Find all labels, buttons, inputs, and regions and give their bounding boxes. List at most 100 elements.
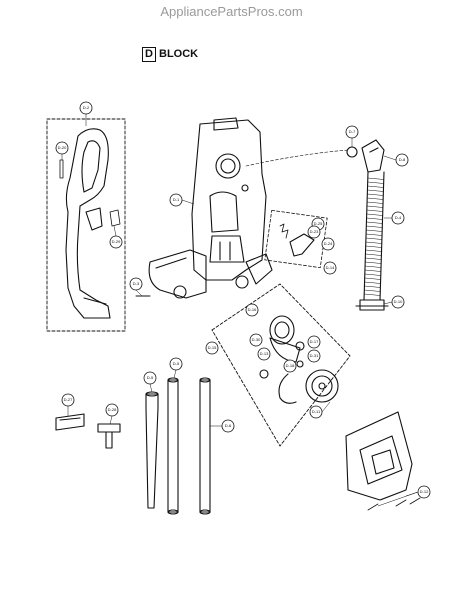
svg-text:D-30: D-30: [252, 337, 261, 342]
svg-text:D-12: D-12: [420, 489, 429, 494]
svg-text:D-24: D-24: [324, 241, 333, 246]
leader-lines: [61, 114, 419, 507]
svg-text:D-20: D-20: [58, 145, 67, 150]
svg-text:D-7: D-7: [349, 129, 356, 134]
hose-rib: [365, 233, 383, 236]
pedal-part: [289, 233, 315, 257]
callout-d12: D-12: [417, 485, 431, 499]
callout-d13: D-13: [257, 347, 271, 361]
wand-1-part: [145, 391, 159, 509]
hose-rib: [366, 201, 384, 204]
callout-d17: D-17: [307, 335, 321, 349]
hose-rib: [366, 197, 384, 200]
svg-text:D-5: D-5: [173, 361, 180, 366]
hose-rib: [364, 265, 382, 268]
svg-text:D-14: D-14: [326, 265, 335, 270]
callout-d8: D-8: [395, 153, 409, 167]
hose-rib: [364, 285, 381, 288]
hose-rib: [364, 273, 382, 276]
clip-part: [109, 209, 121, 227]
svg-text:D-1: D-1: [173, 197, 180, 202]
small-ring-part: [259, 369, 269, 379]
hose-part: [363, 171, 385, 301]
wand-2-part: [167, 377, 179, 515]
wand-3-part: [199, 377, 211, 515]
callout-d27: D-27: [61, 393, 75, 407]
hose-rib: [364, 289, 381, 292]
callout-d6: D-6: [221, 419, 235, 433]
hose-rib: [364, 277, 381, 280]
svg-text:D-11: D-11: [312, 409, 321, 414]
callout-d29: D-29: [109, 235, 123, 249]
hose-rib: [365, 249, 382, 252]
hose-rib: [365, 241, 383, 244]
hose-rib: [367, 185, 384, 188]
motor-part: [269, 315, 305, 404]
hose-rib: [366, 205, 384, 208]
svg-text:D-13: D-13: [260, 351, 269, 356]
svg-text:D-17: D-17: [310, 339, 319, 344]
block-title: D BLOCK: [142, 46, 198, 62]
svg-text:D-25: D-25: [314, 221, 323, 226]
svg-text:D-5: D-5: [147, 375, 154, 380]
callout-d1: D-1: [169, 193, 183, 207]
callout-d7: D-7: [345, 125, 359, 139]
hose-rib: [366, 209, 384, 212]
hose-rib: [367, 181, 384, 184]
svg-text:D-10: D-10: [394, 299, 403, 304]
hose-rib: [366, 217, 383, 220]
upholstery-tool-part: [97, 423, 121, 449]
callout-d20: D-20: [55, 141, 69, 155]
svg-text:D-15: D-15: [208, 345, 217, 350]
leader-d29: [113, 225, 117, 237]
handle-part: [65, 128, 111, 319]
hose-rib: [365, 257, 382, 260]
hose-rib: [365, 245, 382, 248]
hose-rib: [364, 281, 381, 284]
callout-d23: D-23: [307, 225, 321, 239]
svg-text:D-28: D-28: [108, 407, 117, 412]
hose-rib: [367, 193, 384, 196]
callout-d28: D-28: [105, 403, 119, 417]
svg-text:D-27: D-27: [64, 397, 73, 402]
watermark: AppliancePartsPros.com: [160, 4, 303, 19]
hose-rib: [367, 189, 384, 192]
hose-rib: [364, 269, 382, 272]
motor-group-box: [211, 283, 351, 447]
hose-end-part: [355, 299, 389, 311]
svg-text:D-31: D-31: [310, 353, 319, 358]
o-ring-part: [346, 146, 358, 158]
hose-rib: [366, 221, 383, 224]
dusting-brush-part: [55, 413, 85, 431]
hose-rib: [363, 293, 381, 296]
svg-text:D-18: D-18: [286, 363, 295, 368]
callout-d24: D-24: [321, 237, 335, 251]
hose-rib: [364, 261, 382, 264]
svg-text:D-29: D-29: [112, 239, 121, 244]
hose-cuff-part: [361, 139, 385, 173]
callout-d11: D-11: [309, 405, 323, 419]
hose-rib: [367, 177, 385, 180]
hose-rib: [366, 213, 383, 216]
hose-rib: [365, 253, 382, 256]
hose-rib: [366, 225, 383, 228]
callout-d16: D-16: [245, 303, 259, 317]
svg-text:D-6: D-6: [225, 423, 232, 428]
svg-text:D-3: D-3: [133, 281, 140, 286]
svg-text:D-4: D-4: [395, 215, 402, 220]
main-body-part: [148, 117, 273, 299]
callout-d5-a: D-5: [143, 371, 157, 385]
callout-d5-b: D-5: [169, 357, 183, 371]
callout-d30: D-30: [249, 333, 263, 347]
callout-d4: D-4: [391, 211, 405, 225]
block-title-text: BLOCK: [159, 48, 199, 60]
hose-rib: [365, 229, 383, 232]
rear-cover-part: [345, 411, 413, 501]
callout-d14: D-14: [323, 261, 337, 275]
svg-text:D-8: D-8: [399, 157, 406, 162]
callout-d10: D-10: [391, 295, 405, 309]
callout-d2: D-2: [79, 101, 93, 115]
svg-text:D-2: D-2: [83, 105, 90, 110]
callout-d31: D-31: [307, 349, 321, 363]
